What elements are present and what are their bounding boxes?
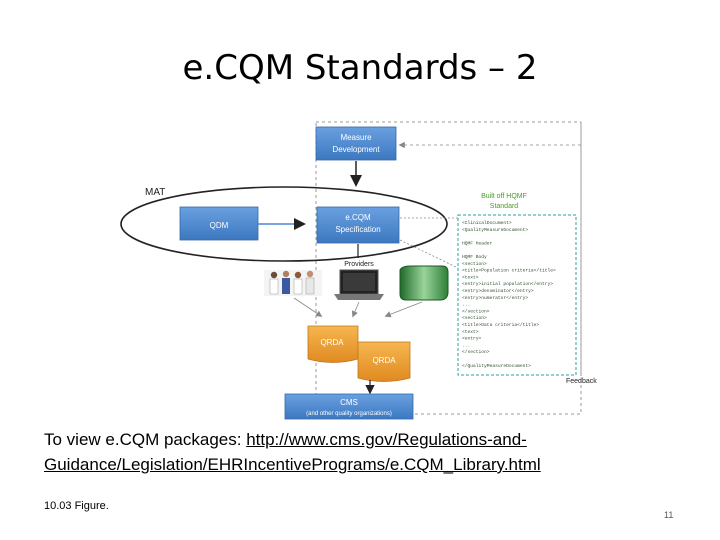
xml-line: ... [462,303,470,308]
providers-label: Providers [344,261,374,268]
measure-development-box [315,126,397,161]
xml-line: <text> [462,329,479,335]
laptop-icon [334,269,384,300]
qrda-document-2 [357,341,411,382]
xml-line: </section> [462,349,490,355]
measure-development-label-1: Measure [340,133,372,142]
arrow-document-to-qrda [384,301,423,318]
slide-title: e.CQM Standards – 2 [182,48,538,88]
cms-label: CMS [340,398,358,407]
cms-box [284,393,414,420]
xml-line: <entry>denominator</entry> [462,288,534,294]
qrda-label-2: QRDA [372,356,396,365]
arrow-providers-to-qrda [293,297,323,317]
hqmf-xml-listing: <ClinicalDocument> <QualityMeasureDocume… [462,220,556,369]
qdm-label: QDM [210,221,229,230]
built-off-hqmf-label-2: Standard [490,203,519,210]
built-off-hqmf-label-1: Built off HQMF [481,193,527,200]
xml-line: </section> [462,308,490,314]
page-number: 11 [664,510,674,520]
qdm-box [179,206,259,241]
xml-line: <QualityMeasureDocument> [462,227,528,233]
ecqm-library-link-part2[interactable]: Guidance/Legislation/EHRIncentiveProgram… [44,455,541,474]
provider-people-icon [264,270,322,296]
arrow-laptop-to-qrda [351,301,360,318]
xml-line: HQMF Body [462,254,487,260]
figure-label: 10.03 Figure. [44,500,109,512]
ecqm-specification-label-1: e.CQM [345,213,371,222]
measure-development-label-2: Development [332,145,380,154]
xml-line: <section> [462,315,487,321]
xml-line: <title>Data criteria</title> [462,322,539,328]
xml-line: <entry> [462,336,482,342]
xml-line: HQMF Header [462,240,493,246]
feedback-label: Feedback [566,378,597,385]
xml-line: <ClinicalDocument> [462,220,512,226]
cms-sublabel: (and other quality organizations) [306,411,392,417]
xml-line: <text> [462,274,479,280]
hqmf-document-box [457,214,577,376]
xml-line: <section> [462,261,487,267]
xml-line: <entry>initial population</entry> [462,281,553,287]
qrda-label-1: QRDA [320,338,344,347]
ecqm-specification-box [316,206,400,244]
xml-line: <title>Population criteria</title> [462,268,556,274]
ecqm-specification-label-2: Specification [335,225,380,234]
xml-line: ... [462,343,470,348]
mat-label: MAT [145,187,165,198]
caption-line-2: Guidance/Legislation/EHRIncentiveProgram… [44,455,541,475]
caption-prefix: To view e.CQM packages: [44,430,247,449]
spec-doc-connector-bottom [399,239,459,269]
green-document-icon [399,265,449,301]
ecqm-library-link-part1[interactable]: http://www.cms.gov/Regulations-and- [246,430,527,449]
mat-ellipse [120,186,448,262]
xml-line: <entry>numerator</entry> [462,295,528,301]
xml-line: </QualityMeasureDocument> [462,363,531,369]
ecqm-workflow-diagram: Measure Development MAT QDM e.CQM Specif… [120,121,597,420]
caption-line-1: To view e.CQM packages: http://www.cms.g… [44,430,527,450]
